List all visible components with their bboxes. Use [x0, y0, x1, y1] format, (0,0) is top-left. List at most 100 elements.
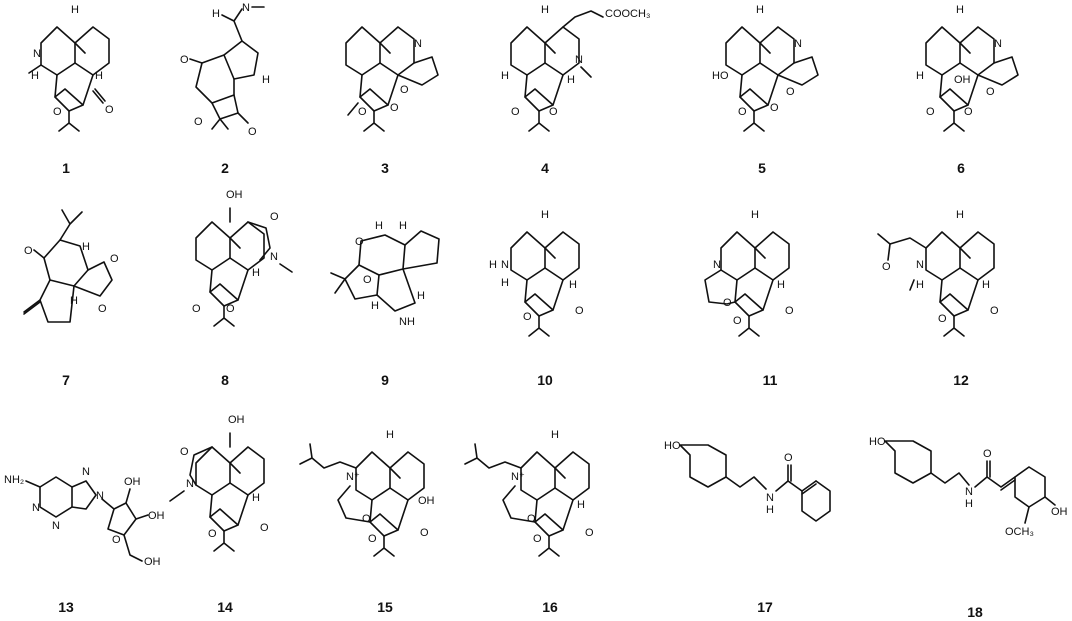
compound-18: HO N H O OH OCH₃ [869, 436, 1068, 538]
amine-label: N [766, 492, 774, 504]
compound-2: H N O O O H [180, 2, 270, 138]
compound-number: 1 [62, 160, 70, 176]
compound-6: N O OH H H O O [916, 4, 1019, 132]
methoxy-label: OCH₃ [1005, 526, 1034, 538]
nitrogen-label: N [82, 466, 90, 478]
hydrogen-label: H [577, 499, 585, 511]
oxygen-label: O [98, 303, 107, 315]
oxygen-label: O [390, 102, 399, 114]
oxygen-label: O [110, 253, 119, 265]
oxygen-label: O [964, 106, 973, 118]
hydrogen-label: H [541, 209, 549, 221]
hydrogen-label: H [386, 429, 394, 441]
hydrogen-label: H [375, 220, 383, 232]
compound-8: OH O N H O O [192, 189, 293, 327]
nitrogen-label: N [32, 502, 40, 514]
hydroxyl-label: OH [1051, 506, 1068, 518]
oxygen-label: O [194, 116, 203, 128]
oxygen-label: O [362, 513, 371, 525]
hydroxyl-label: OH [124, 476, 141, 488]
compound-7: O O O H H [23, 209, 119, 323]
hydrogen-label: H [756, 4, 764, 16]
oxygen-label: O [53, 106, 62, 118]
hydrogen-label: H [751, 209, 759, 221]
hydroxyl-label: HO [869, 436, 886, 448]
oxygen-label: O [400, 84, 409, 96]
amine-label: N [501, 259, 509, 271]
ammonium-label: N⁺ [346, 471, 360, 483]
hydrogen-label: H [95, 70, 103, 82]
oxygen-label: O [523, 311, 532, 323]
oxygen-label: O [24, 245, 33, 257]
compound-14: OH O N H O O [169, 414, 269, 552]
nitrogen-label: N [96, 490, 104, 502]
nitrogen-label: N [270, 251, 278, 263]
oxygen-label: O [770, 102, 779, 114]
hydrogen-label: H [569, 279, 577, 291]
hydroxyl-label: OH [148, 510, 165, 522]
nitrogen-label: N [52, 520, 60, 532]
compound-12: O N H H H O O [877, 209, 999, 337]
compound-number: 16 [542, 599, 558, 615]
compound-3: N O O O [345, 26, 439, 132]
oxygen-label: O [358, 106, 367, 118]
compound-17: HO N H O [664, 440, 831, 522]
hydrogen-label: H [212, 8, 220, 20]
compound-4: COOCH₃ N H H H O O [501, 4, 650, 132]
hydrogen-label: H [777, 279, 785, 291]
oxygen-label: O [270, 211, 279, 223]
nitrogen-label: N [242, 2, 250, 14]
oxygen-label: O [990, 305, 999, 317]
hydrogen-label: H [262, 74, 270, 86]
oxygen-label: O [105, 104, 114, 116]
compound-number: 2 [221, 160, 229, 176]
compound-number: 8 [221, 372, 229, 388]
amine-label: NH₂ [4, 474, 24, 486]
oxygen-label: O [549, 106, 558, 118]
hydrogen-label: H [371, 300, 379, 312]
amine-label: N [965, 486, 973, 498]
nitrogen-label: N [916, 259, 924, 271]
nitrogen-label: N [575, 54, 583, 66]
compound-1: N H H H O O [28, 4, 114, 132]
oxygen-label: O [575, 305, 584, 317]
hydrogen-label: H [956, 4, 964, 16]
compound-number: 14 [217, 599, 233, 615]
oxygen-label: O [533, 533, 542, 545]
hydroxyl-label: OH [954, 74, 971, 86]
compound-10: N H H H H O O [489, 209, 584, 337]
oxygen-label: O [180, 446, 189, 458]
hydrogen-label: H [551, 429, 559, 441]
hydrogen-label: H [501, 70, 509, 82]
hydrogen-label: H [916, 279, 924, 291]
hydrogen-label: H [82, 241, 90, 253]
nitrogen-label: N [794, 38, 802, 50]
hydrogen-label: H [501, 277, 509, 289]
nitrogen-label: N [713, 259, 721, 271]
oxygen-label: O [786, 86, 795, 98]
oxygen-label: O [112, 534, 121, 546]
oxygen-label: O [785, 305, 794, 317]
oxygen-label: O [938, 313, 947, 325]
oxygen-label: O [363, 274, 372, 286]
oxygen-label: O [733, 315, 742, 327]
compound-15: N⁺ O OH H O O [299, 429, 435, 557]
hydroxyl-label: OH [228, 414, 245, 426]
oxygen-label: O [585, 527, 594, 539]
oxygen-label: O [355, 236, 364, 248]
ester-label: COOCH₃ [605, 8, 650, 20]
hydrogen-label: H [567, 74, 575, 86]
compound-number: 18 [967, 604, 983, 620]
oxygen-label: O [260, 522, 269, 534]
hydrogen-label: H [489, 259, 497, 271]
hydroxyl-label: OH [226, 189, 243, 201]
oxygen-label: O [511, 106, 520, 118]
oxygen-label: O [420, 527, 429, 539]
hydrogen-label: H [982, 279, 990, 291]
oxygen-label: O [226, 303, 235, 315]
compound-11: N O H H O O [704, 209, 794, 337]
compound-number: 10 [537, 372, 553, 388]
oxygen-label: O [180, 54, 189, 66]
hydrogen-label: H [541, 4, 549, 16]
compound-number: 12 [953, 372, 969, 388]
